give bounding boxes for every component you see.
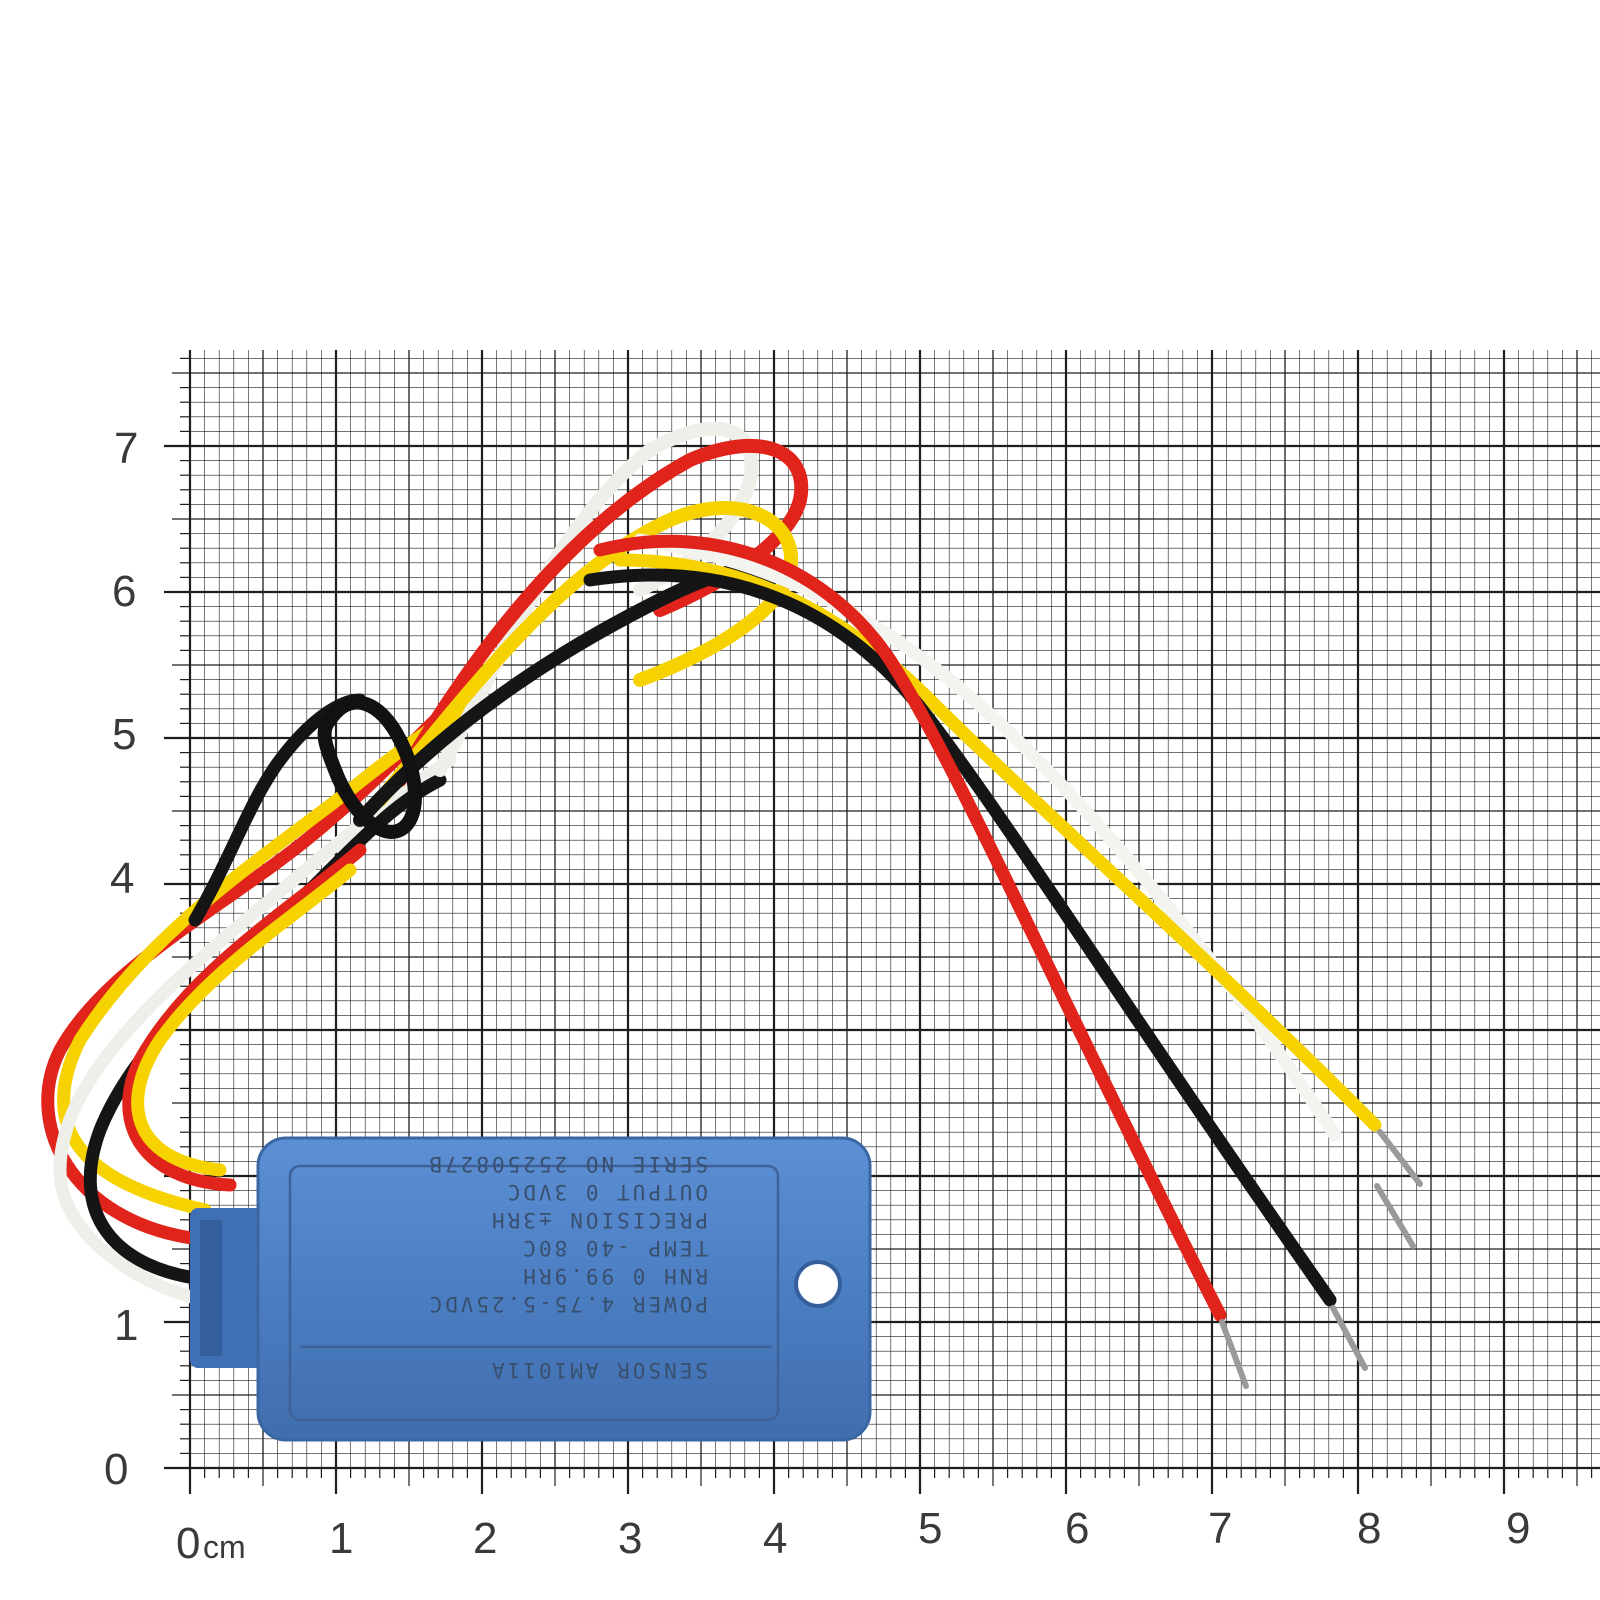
wire-tips bbox=[1219, 1129, 1423, 1389]
sensor-label-line-5: PRECISION ±3RH bbox=[489, 1208, 708, 1232]
wire-yellow-arch bbox=[373, 501, 799, 807]
wire-yellow-inner-loop bbox=[131, 863, 357, 1177]
wire-red-inner-loop bbox=[122, 843, 367, 1192]
wire-white-loop bbox=[53, 753, 457, 1307]
wire-tip-yellow bbox=[1377, 1129, 1423, 1187]
sensor-mount-hole bbox=[794, 1260, 842, 1308]
sensor-module: SENSOR AM1011A POWER 4.75-5.25VDC RNH 0 … bbox=[190, 1136, 872, 1442]
wire-tip-black bbox=[1330, 1305, 1368, 1371]
x-label-8: 8 bbox=[1357, 1504, 1381, 1553]
sensor-label-line-2: POWER 4.75-5.25VDC bbox=[426, 1292, 708, 1316]
wire-yellow-lead bbox=[613, 553, 1382, 1132]
y-axis-labels: 0 1 4 5 6 7 bbox=[104, 424, 138, 1494]
x-unit-label: cm bbox=[203, 1529, 246, 1565]
sensor-label-line-1: SENSOR AM1011A bbox=[489, 1358, 708, 1382]
y-label-4: 4 bbox=[110, 854, 134, 903]
sensor-label-line-6: OUTPUT 0 3VDC bbox=[505, 1180, 708, 1204]
sensor-label-line-4: TEMP -40 80C bbox=[520, 1236, 708, 1260]
y-label-7: 7 bbox=[114, 424, 138, 473]
sensor-connector-lip bbox=[200, 1220, 222, 1356]
y-label-0: 0 bbox=[104, 1445, 128, 1494]
x-label-9: 9 bbox=[1506, 1504, 1530, 1553]
sensor-case-body bbox=[256, 1136, 872, 1442]
x-axis-labels: 0 cm 1 2 3 4 5 6 7 8 9 bbox=[176, 1504, 1530, 1568]
wire-leads bbox=[583, 533, 1382, 1322]
wire-tip-white bbox=[1374, 1183, 1416, 1249]
x-label-1: 1 bbox=[329, 1514, 353, 1563]
cable-tie-ring bbox=[317, 695, 422, 839]
sensor-label-line-3: RNH 0 99.9RH bbox=[520, 1264, 708, 1288]
sensor-label-frame bbox=[288, 1164, 780, 1422]
x-label-5: 5 bbox=[918, 1504, 942, 1553]
x-label-3: 3 bbox=[618, 1514, 642, 1563]
x-label-7: 7 bbox=[1208, 1504, 1232, 1553]
sensor-label-line-7: SERIE NO 25250827B bbox=[426, 1152, 708, 1176]
sensor-printed-label: SENSOR AM1011A POWER 4.75-5.25VDC RNH 0 … bbox=[426, 1152, 708, 1382]
ruler-ticks bbox=[164, 357, 1593, 1494]
x-label-0: 0 bbox=[176, 1519, 200, 1568]
grid-half-cm-lines bbox=[190, 350, 1600, 1468]
wire-tip-red bbox=[1219, 1319, 1249, 1389]
cable-tie bbox=[317, 695, 422, 839]
wire-red-lead bbox=[593, 534, 1227, 1322]
y-label-5: 5 bbox=[112, 710, 136, 759]
x-label-4: 4 bbox=[763, 1514, 787, 1563]
y-label-1: 1 bbox=[114, 1301, 138, 1350]
y-label-6: 6 bbox=[112, 567, 136, 616]
wire-red-arch bbox=[393, 439, 809, 787]
x-label-2: 2 bbox=[473, 1514, 497, 1563]
wire-black-lead bbox=[583, 568, 1337, 1307]
x-label-6: 6 bbox=[1065, 1504, 1089, 1553]
